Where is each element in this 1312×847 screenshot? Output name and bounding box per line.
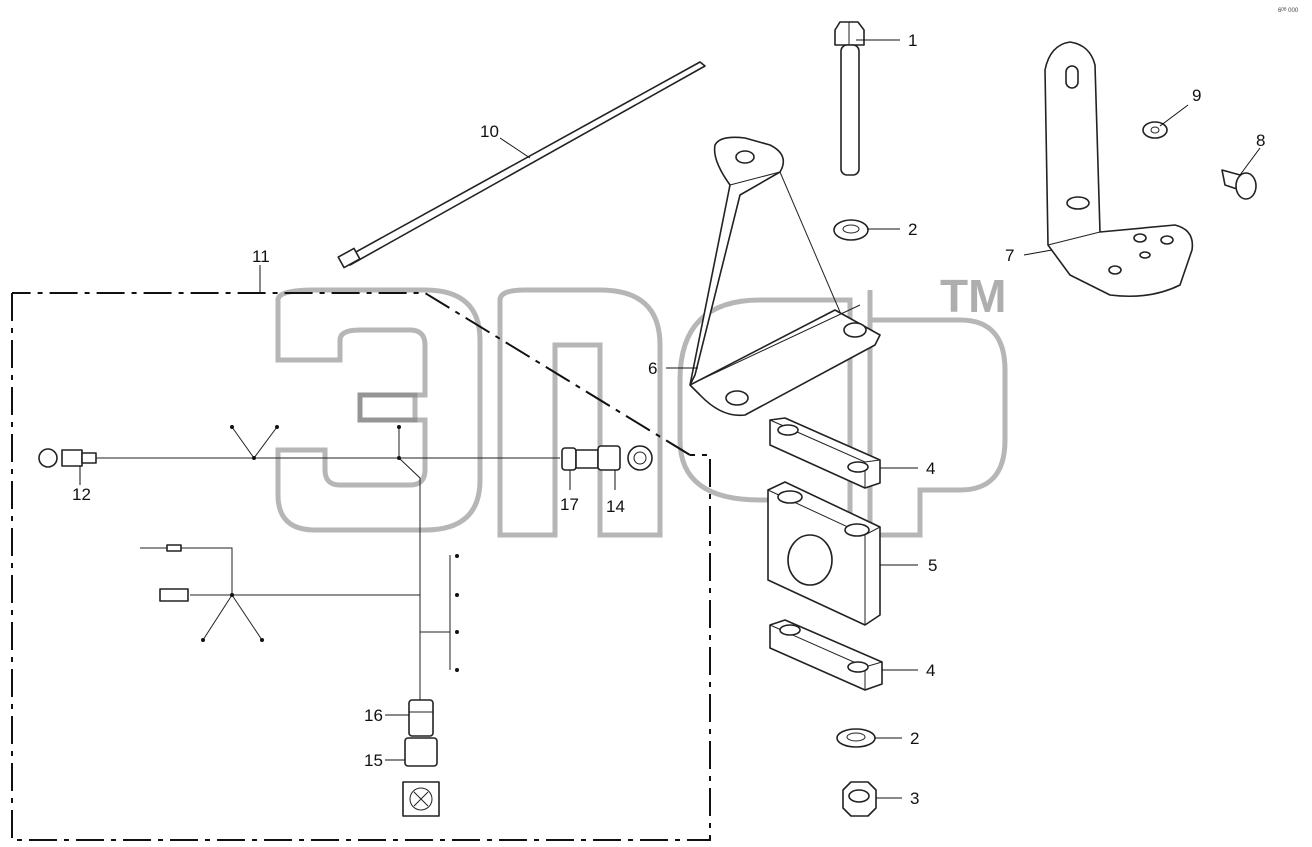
- callout-3: 3: [910, 789, 919, 808]
- callout-1: 1: [908, 31, 917, 50]
- connector-12-part: [38, 448, 97, 468]
- callout-12: 12: [72, 485, 91, 504]
- harness-kit-boundary: [11, 292, 711, 841]
- bolt-part: [834, 21, 865, 176]
- connector-14-part: [597, 445, 653, 471]
- callout-9: 9: [1192, 86, 1201, 105]
- wiring-harness: [95, 425, 560, 700]
- washer-bottom-part: [836, 728, 876, 748]
- washer-top-part: [833, 219, 869, 241]
- receptacle-part: [402, 781, 440, 817]
- clamp-block-part: [767, 481, 881, 626]
- connector-15-part: [404, 737, 438, 767]
- watermark-logo: TM: [275, 270, 1008, 538]
- callout-2-bottom: 2: [910, 729, 919, 748]
- callout-4-top: 4: [926, 459, 935, 478]
- callout-10: 10: [480, 122, 499, 141]
- leader-lines: [79, 39, 1261, 799]
- cable-tie-part: [337, 61, 706, 269]
- callout-6: 6: [648, 359, 657, 378]
- callout-4-bottom: 4: [926, 661, 935, 680]
- triangular-bracket-part: [689, 136, 881, 417]
- callout-7: 7: [1005, 246, 1014, 265]
- callout-2-top: 2: [908, 220, 917, 239]
- callout-11: 11: [252, 247, 270, 266]
- trademark-mark: TM: [940, 270, 1006, 322]
- callout-17: 17: [560, 495, 579, 514]
- l-bracket-part: [1044, 41, 1194, 298]
- callout-8: 8: [1256, 131, 1265, 150]
- corner-code: 6ᴰᴮ 000: [1278, 7, 1299, 14]
- screw-part: [1221, 169, 1257, 200]
- small-washer-part: [1142, 121, 1168, 139]
- clamp-plate-bottom-part: [769, 619, 883, 691]
- nut-part: [842, 781, 877, 817]
- clamp-plate-top-part: [769, 417, 881, 489]
- callout-5: 5: [928, 556, 937, 575]
- connector-16-part: [408, 699, 434, 737]
- connector-17-part: [561, 447, 599, 471]
- callout-15: 15: [364, 751, 383, 770]
- callout-16: 16: [364, 706, 383, 725]
- callout-14: 14: [606, 497, 625, 516]
